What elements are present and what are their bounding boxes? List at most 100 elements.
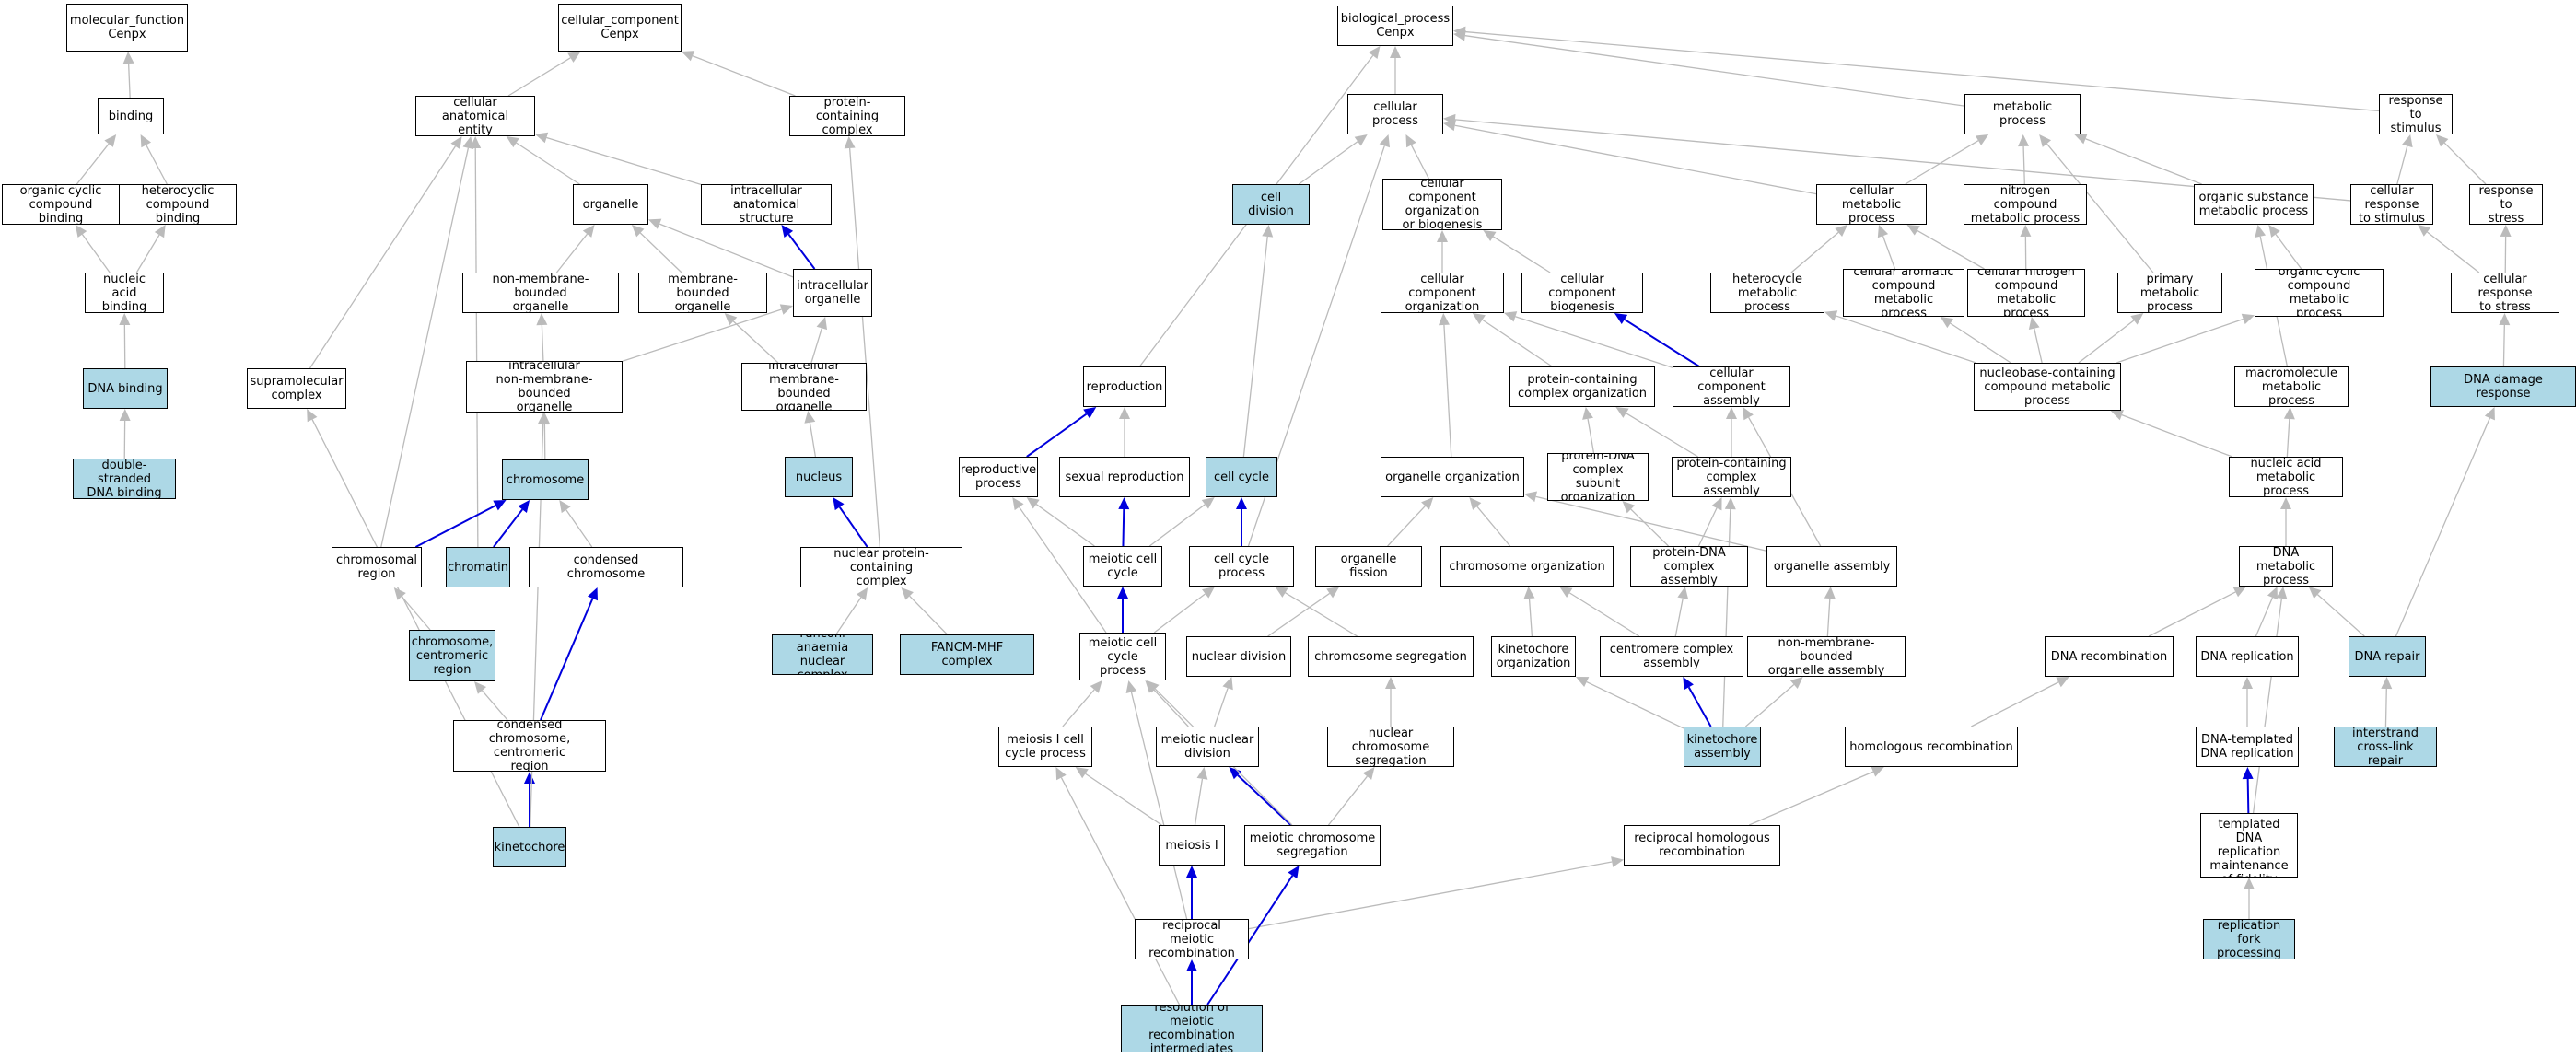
term-node-nbcmp[interactable]: nucleobase-containing compound metabolic… — [1974, 363, 2121, 411]
edge-cncmp-to-cmp — [1917, 229, 1985, 270]
term-node-meiccp[interactable]: meiotic cell cycle process — [1079, 633, 1166, 680]
term-node-repproc[interactable]: reproductive process — [959, 457, 1038, 497]
arrowhead-rfp-to-dtdnarmf — [2244, 878, 2255, 889]
term-node-reproduction[interactable]: reproduction — [1083, 366, 1166, 407]
term-node-imbo[interactable]: intracellular membrane-bounded organelle — [741, 363, 867, 411]
term-node-crts[interactable]: cellular response to stimulus — [2350, 184, 2433, 225]
term-node-mf[interactable]: molecular_function Cenpx — [66, 4, 188, 52]
arrowhead-rmri-to-rmr — [1186, 959, 1197, 971]
term-node-ccp[interactable]: cell cycle process — [1189, 546, 1294, 587]
term-node-dnarep[interactable]: DNA replication — [2196, 636, 2299, 677]
term-node-fanc[interactable]: Fanconi anaemia nuclear complex — [772, 634, 873, 675]
arrowhead-chromreg-to-chromosome — [493, 500, 507, 511]
term-node-cp[interactable]: cellular process — [1347, 94, 1443, 134]
term-node-cc[interactable]: cellular_component Cenpx — [558, 4, 682, 52]
term-node-mei1[interactable]: meiosis I — [1159, 825, 1225, 866]
term-node-namp[interactable]: nucleic acid metabolic process — [2229, 457, 2343, 497]
term-node-nab[interactable]: nucleic acid binding — [85, 273, 164, 313]
term-node-cco[interactable]: cellular component organization — [1381, 273, 1504, 313]
edge-meind-to-meiccp — [1152, 689, 1189, 727]
term-node-ias[interactable]: intracellular anatomical structure — [701, 184, 832, 225]
term-node-hmp[interactable]: heterocycle metabolic process — [1710, 273, 1824, 313]
term-node-mbo[interactable]: membrane-bounded organelle — [638, 273, 767, 313]
term-node-chromreg[interactable]: chromosomal region — [332, 547, 422, 587]
term-node-cae[interactable]: cellular anatomical entity — [415, 96, 535, 136]
term-node-pdnacso[interactable]: protein-DNA complex subunit organization — [1547, 453, 1649, 501]
term-node-ddr[interactable]: DNA damage response — [2430, 366, 2576, 407]
term-node-cmp[interactable]: cellular metabolic process — [1816, 184, 1927, 225]
term-node-mei1ccp[interactable]: meiosis I cell cycle process — [998, 727, 1092, 767]
term-node-rfp[interactable]: replication fork processing — [2203, 919, 2295, 959]
term-node-pdnaca[interactable]: protein-DNA complex assembly — [1630, 546, 1748, 587]
term-node-nmboa[interactable]: non-membrane-bounded organelle assembly — [1747, 636, 1906, 677]
term-node-occmp[interactable]: organic cyclic compound metabolic proces… — [2255, 269, 2384, 317]
term-node-inmbo[interactable]: intracellular non-membrane-bounded organ… — [466, 361, 623, 413]
term-node-chromorg[interactable]: chromosome organization — [1440, 546, 1614, 587]
term-node-dnamp[interactable]: DNA metabolic process — [2239, 546, 2333, 587]
term-node-homrec[interactable]: homologous recombination — [1845, 727, 2018, 767]
term-node-orgfis[interactable]: organelle fission — [1315, 546, 1422, 587]
term-node-bp[interactable]: biological_process Cenpx — [1337, 6, 1453, 46]
term-node-condchrom[interactable]: condensed chromosome — [529, 547, 683, 587]
term-node-ocb[interactable]: organic cyclic compound binding — [2, 184, 120, 225]
term-node-ccob[interactable]: cellular component organization or bioge… — [1382, 179, 1502, 230]
term-node-io[interactable]: intracellular organelle — [793, 269, 872, 317]
term-node-pcc[interactable]: protein-containing complex — [789, 96, 905, 136]
term-node-rts[interactable]: response to stimulus — [2379, 94, 2453, 134]
term-node-dtdnarep[interactable]: DNA-templated DNA replication — [2196, 727, 2299, 767]
term-node-rmri[interactable]: resolution of meiotic recombination inte… — [1121, 1005, 1263, 1052]
arrowhead-ncmp-to-mp — [2018, 134, 2030, 147]
edge-repproc-to-reproduction — [1026, 413, 1088, 458]
term-node-kinasm[interactable]: kinetochore assembly — [1684, 727, 1761, 767]
term-node-cncmp[interactable]: cellular nitrogen compound metabolic pro… — [1967, 269, 2085, 317]
term-node-mmp[interactable]: macromolecule metabolic process — [2234, 366, 2349, 407]
term-node-orgasm[interactable]: organelle assembly — [1766, 546, 1897, 587]
term-node-nucdiv[interactable]: nuclear division — [1186, 636, 1291, 677]
term-node-chromcen[interactable]: chromosome, centromeric region — [409, 630, 495, 681]
term-node-hcb[interactable]: heterocyclic compound binding — [119, 184, 237, 225]
term-node-dtdnarmf[interactable]: DNA-templated DNA replication maintenanc… — [2200, 813, 2298, 878]
term-node-nucleus[interactable]: nucleus — [785, 457, 853, 497]
term-node-meicc[interactable]: meiotic cell cycle — [1083, 546, 1162, 587]
term-node-pcca[interactable]: protein-containing complex assembly — [1672, 457, 1791, 497]
term-node-chromatin[interactable]: chromatin — [446, 547, 510, 587]
term-node-supra[interactable]: supramolecular complex — [247, 368, 346, 409]
term-node-cacmp[interactable]: cellular aromatic compound metabolic pro… — [1843, 269, 1964, 317]
term-node-dnarepair[interactable]: DNA repair — [2349, 636, 2426, 677]
term-node-osmp[interactable]: organic substance metabolic process — [2194, 184, 2314, 225]
term-node-pcco[interactable]: protein-containing complex organization — [1509, 366, 1655, 407]
term-node-condcen[interactable]: condensed chromosome, centromeric region — [453, 720, 606, 772]
term-node-cca[interactable]: cellular component assembly — [1673, 366, 1790, 407]
term-node-rmr[interactable]: reciprocal meiotic recombination — [1135, 919, 1249, 959]
term-node-crtstress[interactable]: cellular response to stress — [2451, 273, 2559, 313]
term-node-pmp[interactable]: primary metabolic process — [2117, 273, 2222, 313]
term-node-cencomp[interactable]: centromere complex assembly — [1600, 636, 1743, 677]
term-node-binding[interactable]: binding — [98, 98, 164, 134]
term-node-icl[interactable]: interstrand cross-link repair — [2334, 727, 2437, 767]
term-node-meics[interactable]: meiotic chromosome segregation — [1244, 825, 1381, 866]
term-node-rhr[interactable]: reciprocal homologous recombination — [1624, 825, 1780, 866]
term-node-dsdna[interactable]: double-stranded DNA binding — [73, 459, 176, 499]
term-node-cellcycle[interactable]: cell cycle — [1206, 457, 1277, 497]
term-node-mp[interactable]: metabolic process — [1964, 94, 2081, 134]
term-node-sexrep[interactable]: sexual reproduction — [1059, 457, 1190, 497]
term-node-dnab[interactable]: DNA binding — [83, 368, 168, 409]
term-node-dnarec[interactable]: DNA recombination — [2045, 636, 2174, 677]
term-node-orgorg[interactable]: organelle organization — [1381, 457, 1524, 497]
term-node-kinetochore[interactable]: kinetochore — [493, 827, 566, 867]
term-node-npcc[interactable]: nuclear protein-containing complex — [800, 547, 962, 587]
term-node-kinorg[interactable]: kinetochore organization — [1491, 636, 1576, 677]
term-node-rtstress[interactable]: response to stress — [2469, 184, 2543, 225]
term-node-ncs[interactable]: nuclear chromosome segregation — [1327, 727, 1454, 767]
term-node-fancm[interactable]: FANCM-MHF complex — [900, 634, 1034, 675]
term-node-meind[interactable]: meiotic nuclear division — [1156, 727, 1259, 767]
term-node-chromseg[interactable]: chromosome segregation — [1308, 636, 1474, 677]
edge-cca-to-ccb — [1624, 319, 1700, 367]
term-node-ccb[interactable]: cellular component biogenesis — [1521, 273, 1643, 313]
term-node-celldiv[interactable]: cell division — [1232, 184, 1310, 225]
term-node-organelle[interactable]: organelle — [573, 184, 648, 225]
term-node-ncmp[interactable]: nitrogen compound metabolic process — [1964, 184, 2087, 225]
arrowhead-meiccp-to-ccp — [1202, 587, 1216, 599]
term-node-nmbo[interactable]: non-membrane-bounded organelle — [462, 273, 619, 313]
term-node-chromosome[interactable]: chromosome — [502, 459, 589, 500]
